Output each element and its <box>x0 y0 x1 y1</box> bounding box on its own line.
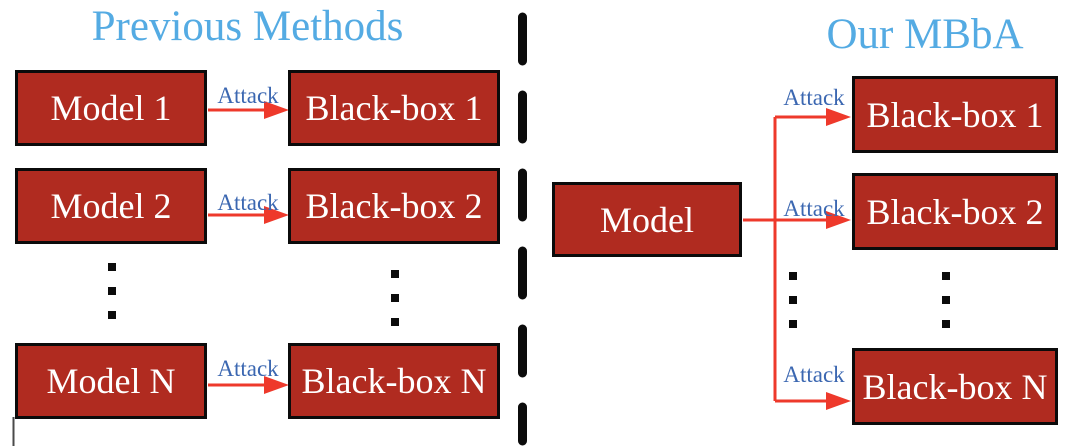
blackbox-box-right-2: Black-box 2 <box>852 173 1058 250</box>
ellipsis-dot <box>789 320 797 328</box>
attack-label-right-n: Attack <box>783 362 845 387</box>
attack-label-left-n: Attack <box>217 356 279 381</box>
ellipsis-dot <box>942 272 950 280</box>
attack-branch-right <box>743 108 851 410</box>
ellipsis-dot <box>391 318 399 326</box>
model-box-2: Model 2 <box>15 168 207 244</box>
blackbox-box-right-n: Black-box N <box>852 348 1058 425</box>
attack-label-left-2: Attack <box>217 190 279 215</box>
model-box-shared: Model <box>552 182 742 257</box>
vertical-ellipsis-right-blackboxes <box>942 272 950 328</box>
ellipsis-dot <box>108 311 116 319</box>
blackbox-box-left-n: Black-box N <box>288 343 500 419</box>
model-box-1: Model 1 <box>15 70 207 146</box>
left-panel-title: Previous Methods <box>91 3 404 50</box>
vertical-ellipsis-left-blackboxes <box>391 270 399 326</box>
ellipsis-dot <box>942 296 950 304</box>
ellipsis-dot <box>108 287 116 295</box>
attack-label-left-1: Attack <box>217 83 279 108</box>
right-panel-title: Our MBbA <box>826 11 1024 58</box>
blackbox-box-left-1: Black-box 1 <box>288 70 500 146</box>
vertical-ellipsis-left-models <box>108 263 116 319</box>
blackbox-box-right-1: Black-box 1 <box>852 76 1058 153</box>
ellipsis-dot <box>108 263 116 271</box>
ellipsis-dot <box>789 272 797 280</box>
blackbox-box-left-2: Black-box 2 <box>288 168 500 244</box>
ellipsis-dot <box>391 270 399 278</box>
vertical-ellipsis-right-trunk <box>789 272 797 328</box>
attack-arrow-left-2 <box>208 206 289 224</box>
ellipsis-dot <box>942 320 950 328</box>
attack-label-right-2: Attack <box>783 196 845 221</box>
ellipsis-dot <box>789 296 797 304</box>
attack-arrow-left-1 <box>208 101 289 119</box>
model-box-n: Model N <box>15 343 207 419</box>
attack-label-right-1: Attack <box>783 85 845 110</box>
ellipsis-dot <box>391 294 399 302</box>
attack-arrow-left-n <box>208 376 289 394</box>
